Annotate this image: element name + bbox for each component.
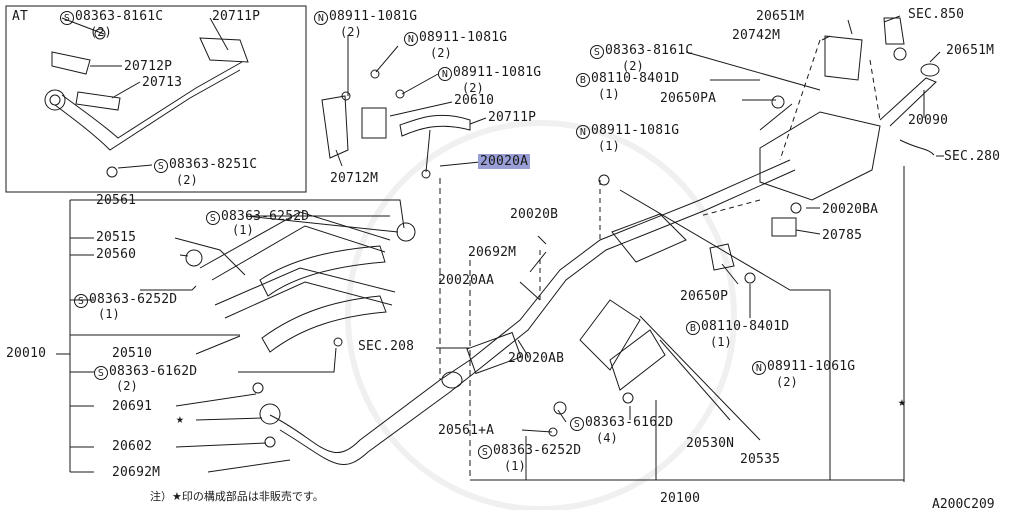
hanger-20742m — [824, 35, 863, 81]
part-callout[interactable]: 20650PA — [660, 91, 717, 106]
part-callout[interactable]: 20100 — [660, 491, 701, 506]
part-callout[interactable]: 20692M — [468, 245, 517, 260]
part-callout[interactable]: 20010 — [6, 346, 47, 361]
front-tube-20510 — [214, 267, 396, 319]
exhaust-pipe — [269, 159, 796, 465]
mount-20785 — [771, 217, 797, 237]
part-callout[interactable]: 20610 — [454, 93, 495, 108]
part-callout[interactable]: 20713 — [142, 75, 183, 90]
part-callout[interactable]: 20561 — [96, 193, 137, 208]
part-callout[interactable]: 20602 — [112, 439, 153, 454]
heat-shield-20530n — [579, 299, 641, 371]
section-ref[interactable]: SEC.280 — [944, 149, 1001, 164]
inset-bracket — [199, 37, 249, 63]
inset-at-label: AT — [12, 9, 29, 24]
converter-20020aa — [466, 331, 522, 375]
watermark-seal — [345, 120, 737, 510]
not-sold-star: ★ — [176, 412, 185, 427]
part-callout-highlighted[interactable]: 20020A — [478, 154, 531, 169]
footnote: 注）★印の構成部品は非販売です。 — [150, 490, 324, 503]
tail-pipe-20090 — [879, 77, 937, 127]
part-callout[interactable]: 20651M — [756, 9, 805, 24]
part-callout[interactable]: 20711P — [488, 110, 537, 125]
not-sold-star: ★ — [898, 395, 907, 410]
inset-pipe — [54, 61, 243, 151]
inset-box — [5, 5, 307, 193]
part-callout[interactable]: 20692M — [112, 465, 161, 480]
section-ref[interactable]: SEC.208 — [358, 339, 415, 354]
part-callout[interactable]: 20711P — [212, 9, 261, 24]
section-ref[interactable]: SEC.850 — [908, 7, 965, 22]
part-callout[interactable]: 20742M — [732, 28, 781, 43]
part-callout[interactable]: 20535 — [740, 452, 781, 467]
front-tube-20515 — [199, 211, 391, 281]
clamp-20560 — [185, 249, 203, 267]
diagram-code: A200C209 — [932, 497, 995, 510]
part-callout[interactable]: 20020AB — [508, 351, 565, 366]
part-callout[interactable]: 20515 — [96, 230, 137, 245]
clamp-20561 — [396, 222, 416, 242]
part-callout[interactable]: 20020AA — [438, 273, 495, 288]
part-callout[interactable]: 20561+A — [438, 423, 495, 438]
bracket-20711p — [399, 114, 471, 137]
inset-flange — [44, 89, 66, 111]
heat-shield-20535 — [609, 329, 666, 391]
pre-muffler — [611, 213, 687, 263]
part-callout[interactable]: 20712P — [124, 59, 173, 74]
part-callout[interactable]: 20560 — [96, 247, 137, 262]
inset-bracket-2 — [51, 51, 91, 75]
part-callout[interactable]: 20020B — [510, 207, 559, 222]
part-callout[interactable]: 20651M — [946, 43, 995, 58]
flange-20691 — [259, 403, 281, 425]
main-muffler-20100 — [759, 111, 881, 201]
hanger-bracket-20712m — [321, 95, 349, 159]
part-callout[interactable]: 20785 — [822, 228, 863, 243]
part-callout[interactable]: 20691 — [112, 399, 153, 414]
part-callout[interactable]: 20650P — [680, 289, 729, 304]
part-callout[interactable]: 20090 — [908, 113, 949, 128]
mount-20610 — [361, 107, 387, 139]
part-callout[interactable]: 20530N — [686, 436, 735, 451]
part-callout[interactable]: 20510 — [112, 346, 153, 361]
mount-20650p — [709, 243, 735, 271]
part-callout[interactable]: 20712M — [330, 171, 379, 186]
part-callout[interactable]: 20020BA — [822, 202, 879, 217]
